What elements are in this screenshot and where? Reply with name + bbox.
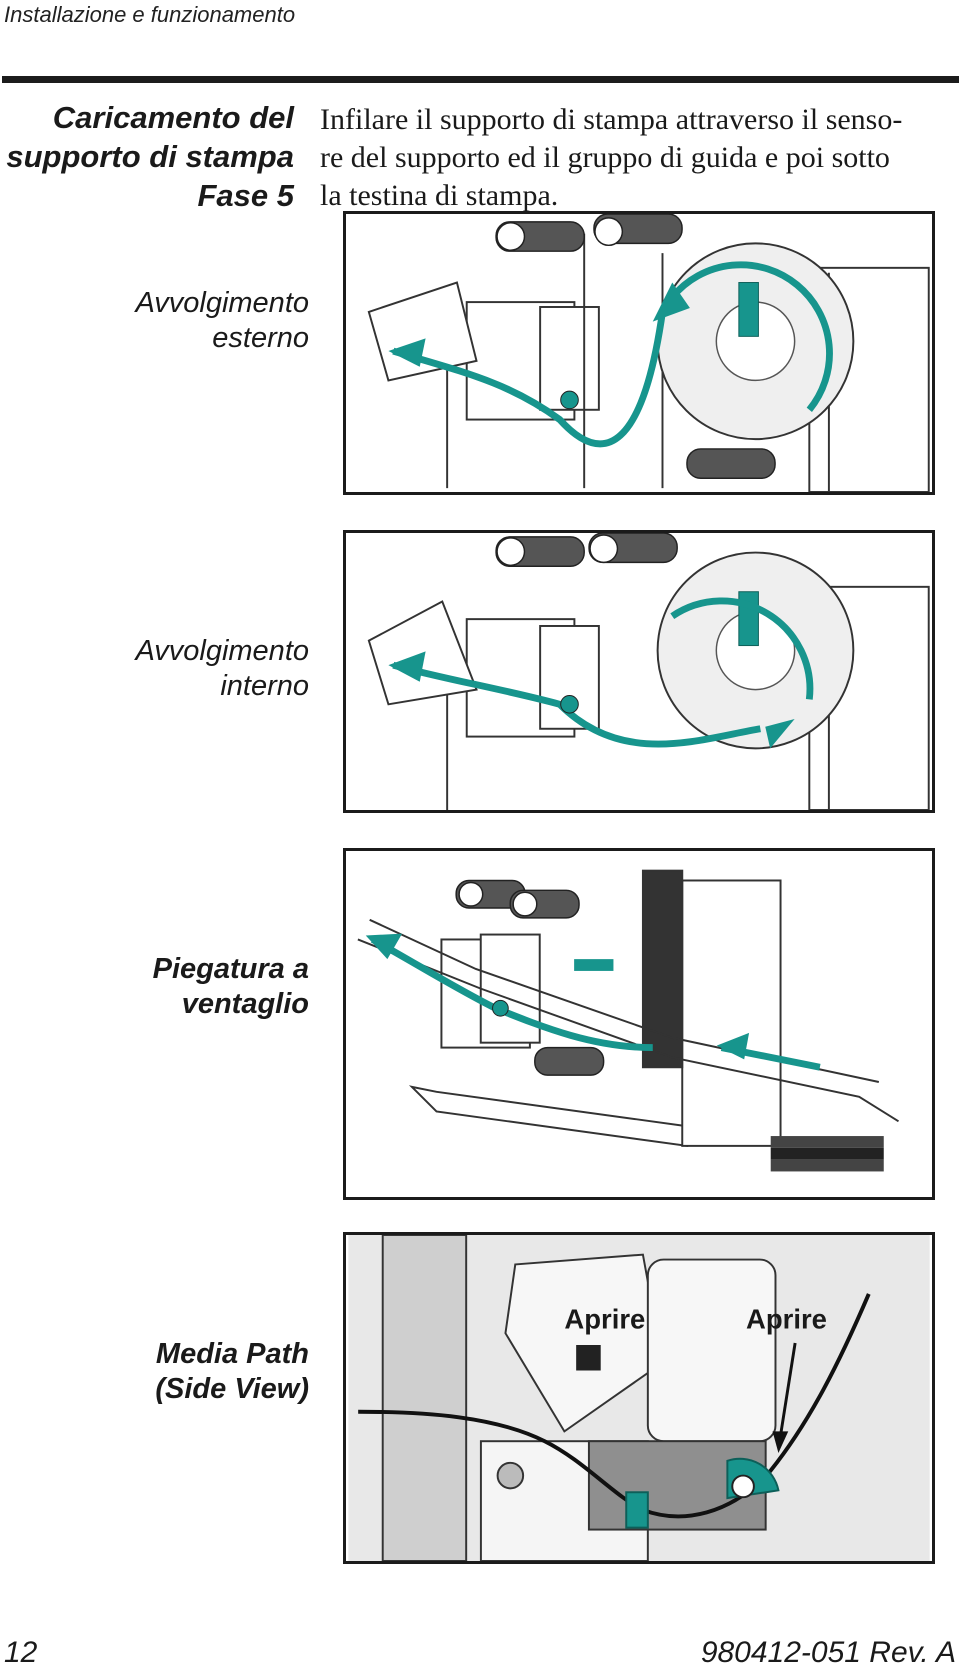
figure-label-line: Media Path <box>155 1338 309 1370</box>
page-number: 12 <box>4 1636 38 1669</box>
figure-label-line: esterno <box>212 322 309 354</box>
section-title-line: Fase 5 <box>197 178 294 213</box>
intro-line: la testina di stampa. <box>320 179 559 212</box>
figure-label-line: interno <box>220 670 309 702</box>
figure-label-line: ventaglio <box>181 988 309 1020</box>
media-roll-icon <box>656 242 855 441</box>
figure-label-line: Avvolgimento <box>135 287 309 319</box>
figure-fanfold <box>343 848 935 1200</box>
intro-line: re del supporto ed il gruppo di guida e … <box>320 141 890 174</box>
intro-line: Infilare il supporto di stampa attravers… <box>320 103 903 136</box>
section-title: Caricamento del supporto di stampa Fase … <box>4 98 294 215</box>
callout-open-left: Aprire <box>564 1303 645 1334</box>
document-id: 980412-051 Rev. A <box>700 1636 956 1669</box>
figure-label-line: Avvolgimento <box>135 635 309 667</box>
figure-label-outer-wind: Avvolgimento esterno <box>9 286 309 356</box>
intro-paragraph: Infilare il supporto di stampa attravers… <box>320 101 956 215</box>
fanfold-illustration <box>357 869 900 1172</box>
fanfold-stack-icon <box>770 1136 884 1172</box>
figure-label-line: Piegatura a <box>152 953 309 985</box>
figure-label-side-view: Media Path (Side View) <box>9 1337 309 1407</box>
callout-open-right: Aprire <box>746 1303 827 1334</box>
spindle-icon <box>495 214 776 480</box>
running-head: Installazione e funzionamento <box>4 2 296 27</box>
figure-outer-wind <box>343 211 935 495</box>
header-rule <box>2 76 959 83</box>
figure-side-view: Aprire Aprire <box>343 1232 935 1564</box>
section-title-line: supporto di stampa <box>6 139 294 174</box>
spindle-icon <box>455 879 605 1076</box>
outer-wind-illustration <box>367 214 930 492</box>
section-title-line: Caricamento del <box>52 100 294 135</box>
spindle-icon <box>495 533 678 568</box>
inner-wind-illustration <box>367 533 930 810</box>
figure-inner-wind <box>343 530 935 813</box>
figure-label-fanfold: Piegatura a ventaglio <box>9 952 309 1022</box>
side-view-illustration: Aprire Aprire <box>348 1235 930 1561</box>
figure-label-line: (Side View) <box>155 1373 309 1405</box>
media-roll-icon <box>656 551 855 750</box>
figure-label-inner-wind: Avvolgimento interno <box>9 634 309 704</box>
